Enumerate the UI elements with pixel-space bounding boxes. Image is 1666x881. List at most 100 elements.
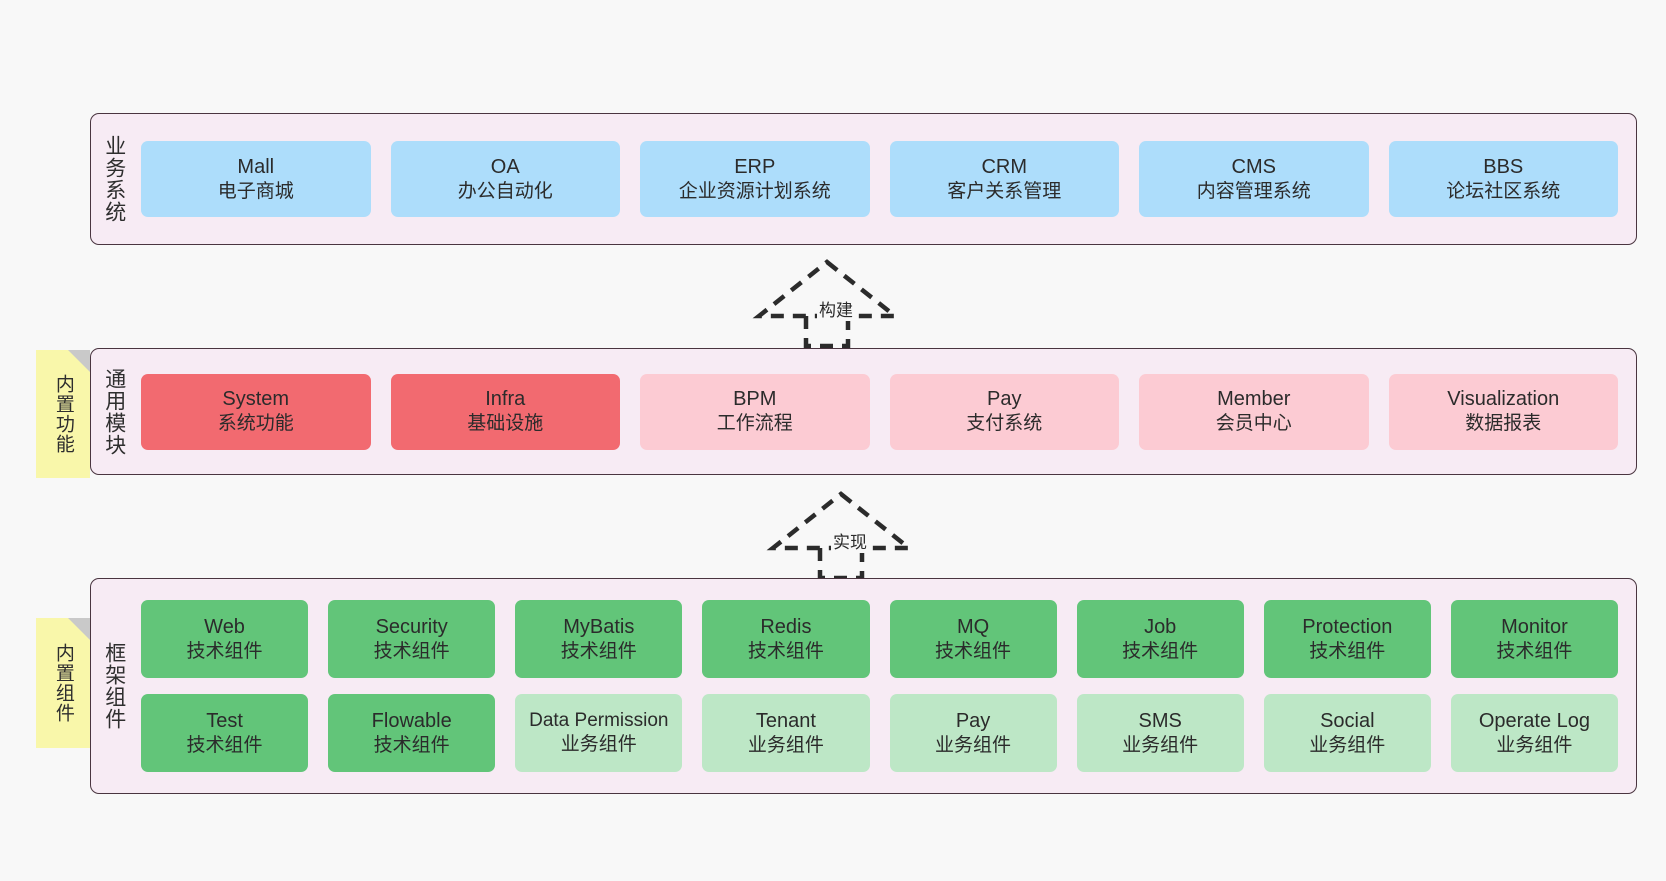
layer-row: Test 技术组件 Flowable 技术组件 Data Permission … (141, 694, 1618, 772)
node-label-en: Job (1144, 615, 1177, 638)
node-erp[interactable]: ERP 企业资源计划系统 (640, 141, 870, 217)
node-label-en: Data Permission (529, 710, 669, 732)
node-label-cn: 技术组件 (1496, 640, 1573, 662)
node-label-cn: 系统功能 (217, 413, 294, 435)
arrow-label-build: 构建 (817, 296, 855, 321)
layer-body-business: Mall 电子商城 OA 办公自动化 ERP 企业资源计划系统 CRM 客户关系… (137, 114, 1636, 244)
node-label-en: Pay (987, 388, 1022, 411)
node-monitor[interactable]: Monitor 技术组件 (1450, 600, 1618, 678)
node-web[interactable]: Web 技术组件 (141, 600, 309, 678)
arrow-realize: 实现 (766, 490, 916, 581)
node-data-permission[interactable]: Data Permission 业务组件 (515, 694, 683, 772)
node-label-en: Web (204, 615, 245, 638)
node-label-en: Monitor (1501, 615, 1568, 638)
node-label-cn: 业务组件 (1496, 734, 1573, 756)
node-infra[interactable]: Infra 基础设施 (390, 373, 620, 450)
node-bpm[interactable]: BPM 工作流程 (640, 373, 870, 450)
node-label-en: ERP (734, 155, 776, 178)
node-operate-log[interactable]: Operate Log 业务组件 (1450, 694, 1618, 772)
node-crm[interactable]: CRM 客户关系管理 (889, 141, 1119, 217)
arrow-build: 构建 (752, 258, 902, 349)
node-label-cn: 基础设施 (467, 413, 544, 435)
layer-title-framework: 框架组件 (102, 642, 126, 730)
note-builtin-functions: 内置功能 (36, 350, 90, 478)
node-label-cn: 办公自动化 (457, 180, 553, 202)
node-label-cn: 业务组件 (1309, 734, 1386, 756)
node-label-cn: 业务组件 (935, 734, 1012, 756)
node-social[interactable]: Social 业务组件 (1263, 694, 1431, 772)
node-mq[interactable]: MQ 技术组件 (889, 600, 1057, 678)
node-job[interactable]: Job 技术组件 (1076, 600, 1244, 678)
node-label-en: Social (1320, 709, 1375, 732)
node-label-cn: 技术组件 (935, 640, 1012, 662)
node-label-cn: 技术组件 (1122, 640, 1199, 662)
node-protection[interactable]: Protection 技术组件 (1263, 600, 1431, 678)
node-label-en: BBS (1483, 155, 1524, 178)
node-flowable[interactable]: Flowable 技术组件 (328, 694, 496, 772)
node-label-en: Tenant (755, 709, 816, 732)
node-system[interactable]: System 系统功能 (141, 373, 371, 450)
node-label-en: OA (490, 155, 520, 178)
node-sms[interactable]: SMS 业务组件 (1076, 694, 1244, 772)
node-label-en: MQ (956, 615, 990, 638)
node-oa[interactable]: OA 办公自动化 (390, 141, 620, 217)
node-pay-component[interactable]: Pay 业务组件 (889, 694, 1057, 772)
node-label-en: Redis (760, 615, 812, 638)
note-builtin-components: 内置组件 (36, 618, 90, 748)
node-label-en: Mall (237, 155, 275, 178)
node-bbs[interactable]: BBS 论坛社区系统 (1388, 141, 1618, 217)
node-label-cn: 论坛社区系统 (1446, 180, 1561, 202)
node-mybatis[interactable]: MyBatis 技术组件 (515, 600, 683, 678)
layer-body-common: System 系统功能 Infra 基础设施 BPM 工作流程 Pay 支付系统… (137, 349, 1636, 474)
node-cms[interactable]: CMS 内容管理系统 (1139, 141, 1369, 217)
node-label-en: CMS (1231, 155, 1276, 178)
layer-business-systems: 业务系统 Mall 电子商城 OA 办公自动化 ERP 企业资源计划系统 CRM… (90, 113, 1637, 245)
node-label-en: Infra (485, 388, 526, 411)
node-label-cn: 内容管理系统 (1196, 180, 1311, 202)
node-label-en: Security (375, 615, 448, 638)
node-label-cn: 电子商城 (217, 180, 294, 202)
node-label-cn: 会员中心 (1215, 413, 1292, 435)
node-label-en: CRM (981, 155, 1028, 178)
node-mall[interactable]: Mall 电子商城 (141, 141, 371, 217)
node-label-en: BPM (733, 388, 777, 411)
node-security[interactable]: Security 技术组件 (328, 600, 496, 678)
node-label-cn: 业务组件 (560, 734, 637, 755)
node-label-en: System (222, 388, 290, 411)
node-label-en: Pay (955, 709, 991, 732)
node-visualization[interactable]: Visualization 数据报表 (1388, 373, 1618, 450)
layer-body-framework: Web 技术组件 Security 技术组件 MyBatis 技术组件 Redi… (137, 579, 1636, 793)
node-label-en: SMS (1138, 709, 1182, 732)
node-label-cn: 企业资源计划系统 (678, 180, 831, 202)
node-test[interactable]: Test 技术组件 (141, 694, 309, 772)
layer-common-modules: 通用模块 System 系统功能 Infra 基础设施 BPM 工作流程 Pay… (90, 348, 1637, 475)
node-label-cn: 客户关系管理 (947, 180, 1062, 202)
node-label-cn: 支付系统 (966, 413, 1043, 435)
node-label-en: Member (1217, 388, 1291, 411)
node-label-en: Protection (1302, 615, 1393, 638)
layer-title-common: 通用模块 (102, 367, 126, 456)
node-label-cn: 业务组件 (1122, 734, 1199, 756)
node-label-cn: 技术组件 (747, 640, 824, 662)
node-redis[interactable]: Redis 技术组件 (702, 600, 870, 678)
node-label-cn: 业务组件 (747, 734, 824, 756)
layer-row: Mall 电子商城 OA 办公自动化 ERP 企业资源计划系统 CRM 客户关系… (141, 141, 1618, 217)
node-label-en: Test (206, 709, 243, 732)
node-label-cn: 工作流程 (716, 413, 793, 435)
node-label-cn: 数据报表 (1465, 413, 1542, 435)
node-member[interactable]: Member 会员中心 (1139, 373, 1369, 450)
layer-row: System 系统功能 Infra 基础设施 BPM 工作流程 Pay 支付系统… (141, 373, 1618, 450)
node-label-en: Operate Log (1478, 709, 1591, 732)
node-tenant[interactable]: Tenant 业务组件 (702, 694, 870, 772)
layer-title-business: 业务系统 (102, 135, 126, 223)
node-label-cn: 技术组件 (1309, 640, 1386, 662)
arrow-label-realize: 实现 (831, 528, 869, 553)
layer-framework-components: 框架组件 Web 技术组件 Security 技术组件 MyBatis 技术组件… (90, 578, 1637, 794)
node-label-cn: 技术组件 (373, 734, 450, 756)
node-label-en: MyBatis (563, 615, 635, 638)
layer-row: Web 技术组件 Security 技术组件 MyBatis 技术组件 Redi… (141, 600, 1618, 678)
node-label-en: Flowable (371, 709, 452, 732)
node-pay[interactable]: Pay 支付系统 (889, 373, 1119, 450)
node-label-cn: 技术组件 (186, 640, 263, 662)
